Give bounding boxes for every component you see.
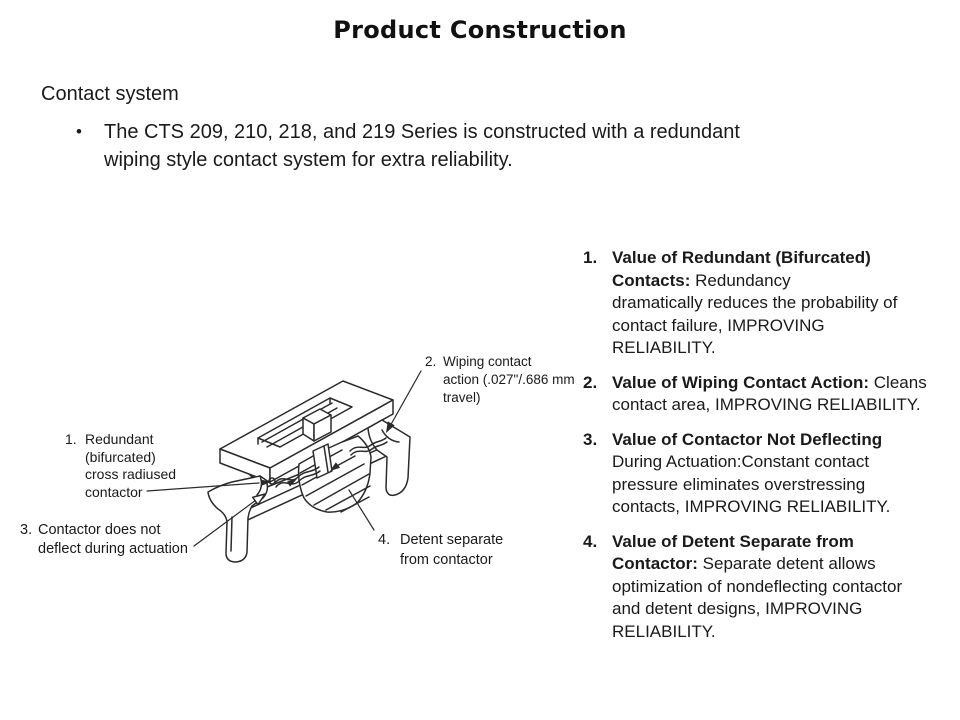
value-item-number: 2. (583, 372, 598, 392)
diagram-label-number: 4. (378, 532, 391, 548)
value-item-text: Value of Wiping Contact Action: Cleans c… (612, 372, 927, 415)
bullet-item: • The CTS 209, 210, 218, and 219 Series … (76, 118, 740, 174)
diagram-label-contactor: 1. Redundant (bifurcated) cross radiused… (65, 431, 176, 501)
leader-lines (146, 370, 422, 547)
value-item-text: Value of Detent Separate from Contactor:… (612, 531, 903, 641)
value-item-number: 4. (583, 531, 598, 551)
diagram-label-number: 2. (425, 354, 437, 369)
value-list-item: 4. Value of Detent Separate from Contact… (583, 531, 960, 644)
section-subtitle: Contact system (41, 83, 179, 105)
arrowheads (260, 421, 395, 487)
base-bracket-shape (207, 475, 269, 563)
diagram-label-no-deflect: 3. Contactor does not deflect during act… (20, 521, 188, 559)
value-item-number: 1. (583, 248, 598, 267)
diagram-label-text: Detent separate from contactor (400, 532, 504, 568)
diagram-label-text: Redundant (bifurcated) cross radiused co… (85, 431, 177, 500)
slider-cover-shape (219, 380, 394, 483)
diagram-label-text: Contactor does not deflect during actuat… (38, 522, 188, 557)
bullet-marker: • (76, 122, 82, 141)
diagram-label-number: 1. (65, 431, 77, 447)
actuation-arrowhead (251, 493, 266, 506)
diagram-label-detent: 4. Detent separate from contactor (378, 530, 503, 570)
page-title: Product Construction (333, 16, 627, 44)
value-item-text: Value of Redundant (Bifurcated) Contacts… (612, 248, 898, 357)
contact-spring-shapes (268, 437, 388, 488)
terminal-bracket-shape (367, 419, 411, 497)
value-item-number: 3. (583, 429, 598, 449)
value-list-item: 3. Value of Contactor Not Deflecting Dur… (583, 429, 960, 519)
value-list: 1. Value of Redundant (Bifurcated) Conta… (583, 247, 960, 655)
bullet-text: The CTS 209, 210, 218, and 219 Series is… (104, 121, 740, 171)
value-list-item: 1. Value of Redundant (Bifurcated) Conta… (583, 247, 960, 360)
value-item-text: Value of Contactor Not Deflecting During… (612, 429, 891, 516)
diagram-label-number: 3. (20, 522, 33, 538)
value-list-item: 2. Value of Wiping Contact Action: Clean… (583, 372, 960, 417)
diagram-label-text: Wiping contact action (.027"/.686 mm tra… (443, 354, 575, 405)
diagram-label-wiping-action: 2. Wiping contact action (.027"/.686 mm … (425, 353, 575, 407)
